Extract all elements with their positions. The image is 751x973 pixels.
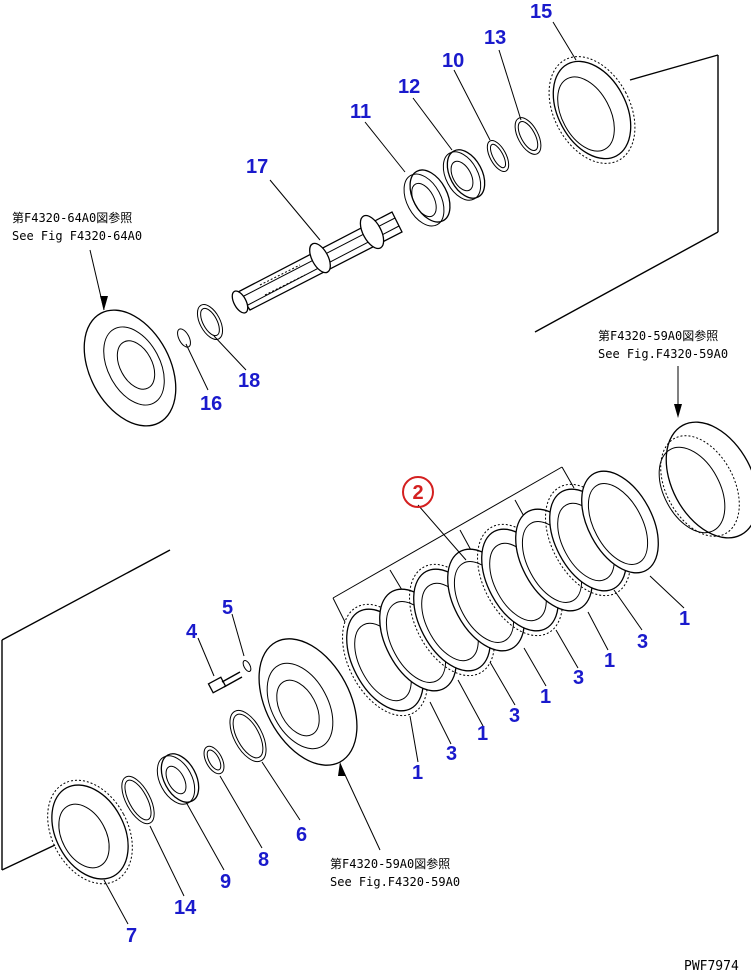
callout-16: 16 bbox=[200, 393, 222, 415]
frame-lines bbox=[1, 54, 719, 871]
ref-59a0-bottom-jp: 第F4320-59A0図参照 bbox=[330, 856, 450, 871]
part-17-shaft bbox=[231, 211, 403, 314]
callout-9: 9 bbox=[220, 871, 231, 893]
clutch-discs bbox=[342, 470, 659, 717]
callout-1-d: 1 bbox=[604, 650, 615, 672]
part-9-bearing bbox=[156, 753, 200, 805]
part-13-snap-ring bbox=[514, 117, 542, 155]
callout-18: 18 bbox=[238, 370, 260, 392]
part-12-bearing bbox=[442, 149, 486, 201]
callout-12: 12 bbox=[398, 76, 420, 98]
part-7-gear bbox=[47, 779, 133, 885]
leader-lines bbox=[89, 21, 685, 925]
callout-1-c: 1 bbox=[540, 686, 551, 708]
callout-1-e: 1 bbox=[679, 608, 690, 630]
drawing-number: PWF7974 bbox=[684, 959, 739, 973]
part-10-ring bbox=[486, 140, 510, 172]
callout-1-a: 1 bbox=[412, 762, 423, 784]
ref-64a0-jp: 第F4320-64A0図参照 bbox=[12, 210, 132, 225]
callout-5: 5 bbox=[222, 597, 233, 619]
callout-3-d: 3 bbox=[573, 667, 584, 689]
ref-59a0-right-jp: 第F4320-59A0図参照 bbox=[598, 328, 718, 343]
figure-references: 第F4320-64A0図参照 See Fig F4320-64A0 第F4320… bbox=[12, 210, 728, 889]
ref-64a0-en: See Fig F4320-64A0 bbox=[12, 229, 142, 243]
callout-17: 17 bbox=[246, 156, 268, 178]
housing-f4320-59a0 bbox=[258, 638, 358, 766]
callout-2-highlighted: 2 bbox=[402, 476, 434, 508]
callout-1-b: 1 bbox=[477, 723, 488, 745]
part-5-washer bbox=[242, 660, 252, 672]
callout-11: 11 bbox=[350, 101, 371, 123]
part-18-snap-ring bbox=[196, 304, 224, 340]
callout-3-c: 3 bbox=[509, 705, 520, 727]
part-16-ring bbox=[177, 328, 191, 348]
part-4-bolt bbox=[207, 671, 243, 694]
callout-15: 15 bbox=[530, 1, 552, 23]
clutch-pack-bracket bbox=[332, 466, 575, 623]
callout-3-b: 3 bbox=[446, 743, 457, 765]
part-8-ring bbox=[203, 745, 225, 775]
part-11-roller-bearing bbox=[403, 169, 451, 227]
callout-13: 13 bbox=[484, 27, 506, 49]
callout-7: 7 bbox=[126, 925, 137, 947]
housing-f4320-64a0 bbox=[83, 309, 177, 427]
ref-59a0-bottom-en: See Fig.F4320-59A0 bbox=[330, 875, 460, 889]
drum-f4320-59a0 bbox=[658, 421, 751, 539]
callout-3-e: 3 bbox=[637, 631, 648, 653]
callout-8: 8 bbox=[258, 849, 269, 871]
callout-6: 6 bbox=[296, 824, 307, 846]
callout-2: 2 bbox=[412, 482, 423, 504]
callout-4: 4 bbox=[186, 621, 198, 643]
callout-10: 10 bbox=[442, 50, 464, 72]
callout-14: 14 bbox=[174, 897, 197, 919]
part-15-ring-gear bbox=[548, 56, 636, 164]
ref-59a0-right-en: See Fig.F4320-59A0 bbox=[598, 347, 728, 361]
part-6-snap-ring bbox=[229, 709, 267, 763]
part-14-snap-ring bbox=[121, 775, 155, 825]
callout-numbers: 15 13 10 12 11 17 18 16 1 3 1 3 1 3 1 3 … bbox=[126, 1, 690, 947]
